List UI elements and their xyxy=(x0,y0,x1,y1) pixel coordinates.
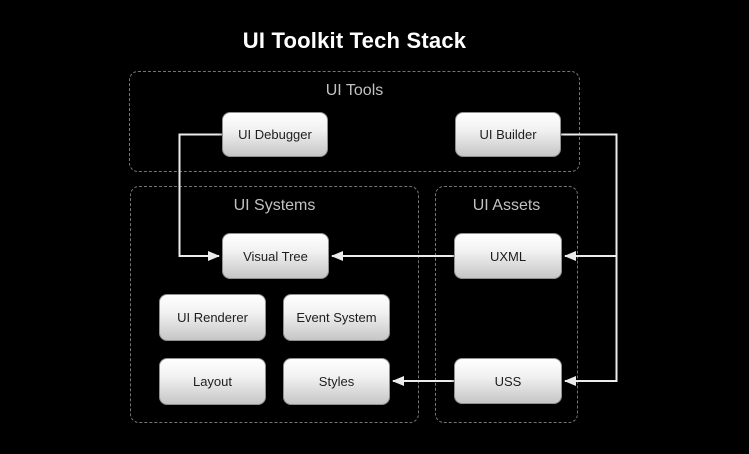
node-styles-label: Styles xyxy=(318,374,355,389)
node-ui-renderer: UI Renderer xyxy=(159,294,266,341)
node-styles: Styles xyxy=(283,358,390,405)
node-event-system: Event System xyxy=(283,294,390,341)
node-ui-builder-label: UI Builder xyxy=(479,127,537,142)
node-event-system-label: Event System xyxy=(296,310,377,325)
node-ui-debugger-label: UI Debugger xyxy=(238,127,312,142)
group-ui-tools-label: UI Tools xyxy=(325,82,384,99)
node-uss-label: USS xyxy=(494,373,522,389)
node-visual-tree: Visual Tree xyxy=(222,233,329,279)
group-ui-systems: UI Systems xyxy=(130,186,419,423)
group-ui-systems-label: UI Systems xyxy=(233,197,316,214)
group-ui-assets-label: UI Assets xyxy=(472,197,541,214)
node-uxml: UXML xyxy=(454,233,562,279)
node-visual-tree-label: Visual Tree xyxy=(243,248,308,264)
group-ui-tools: UI Tools xyxy=(129,71,580,172)
node-uss: USS xyxy=(454,358,562,404)
node-ui-renderer-label: UI Renderer xyxy=(177,310,248,325)
node-ui-debugger: UI Debugger xyxy=(222,112,328,157)
node-ui-builder: UI Builder xyxy=(455,112,561,157)
diagram-title: UI Toolkit Tech Stack xyxy=(242,28,467,53)
node-uxml-label: UXML xyxy=(489,248,527,264)
node-layout-label: Layout xyxy=(192,374,233,389)
node-layout: Layout xyxy=(159,358,266,405)
